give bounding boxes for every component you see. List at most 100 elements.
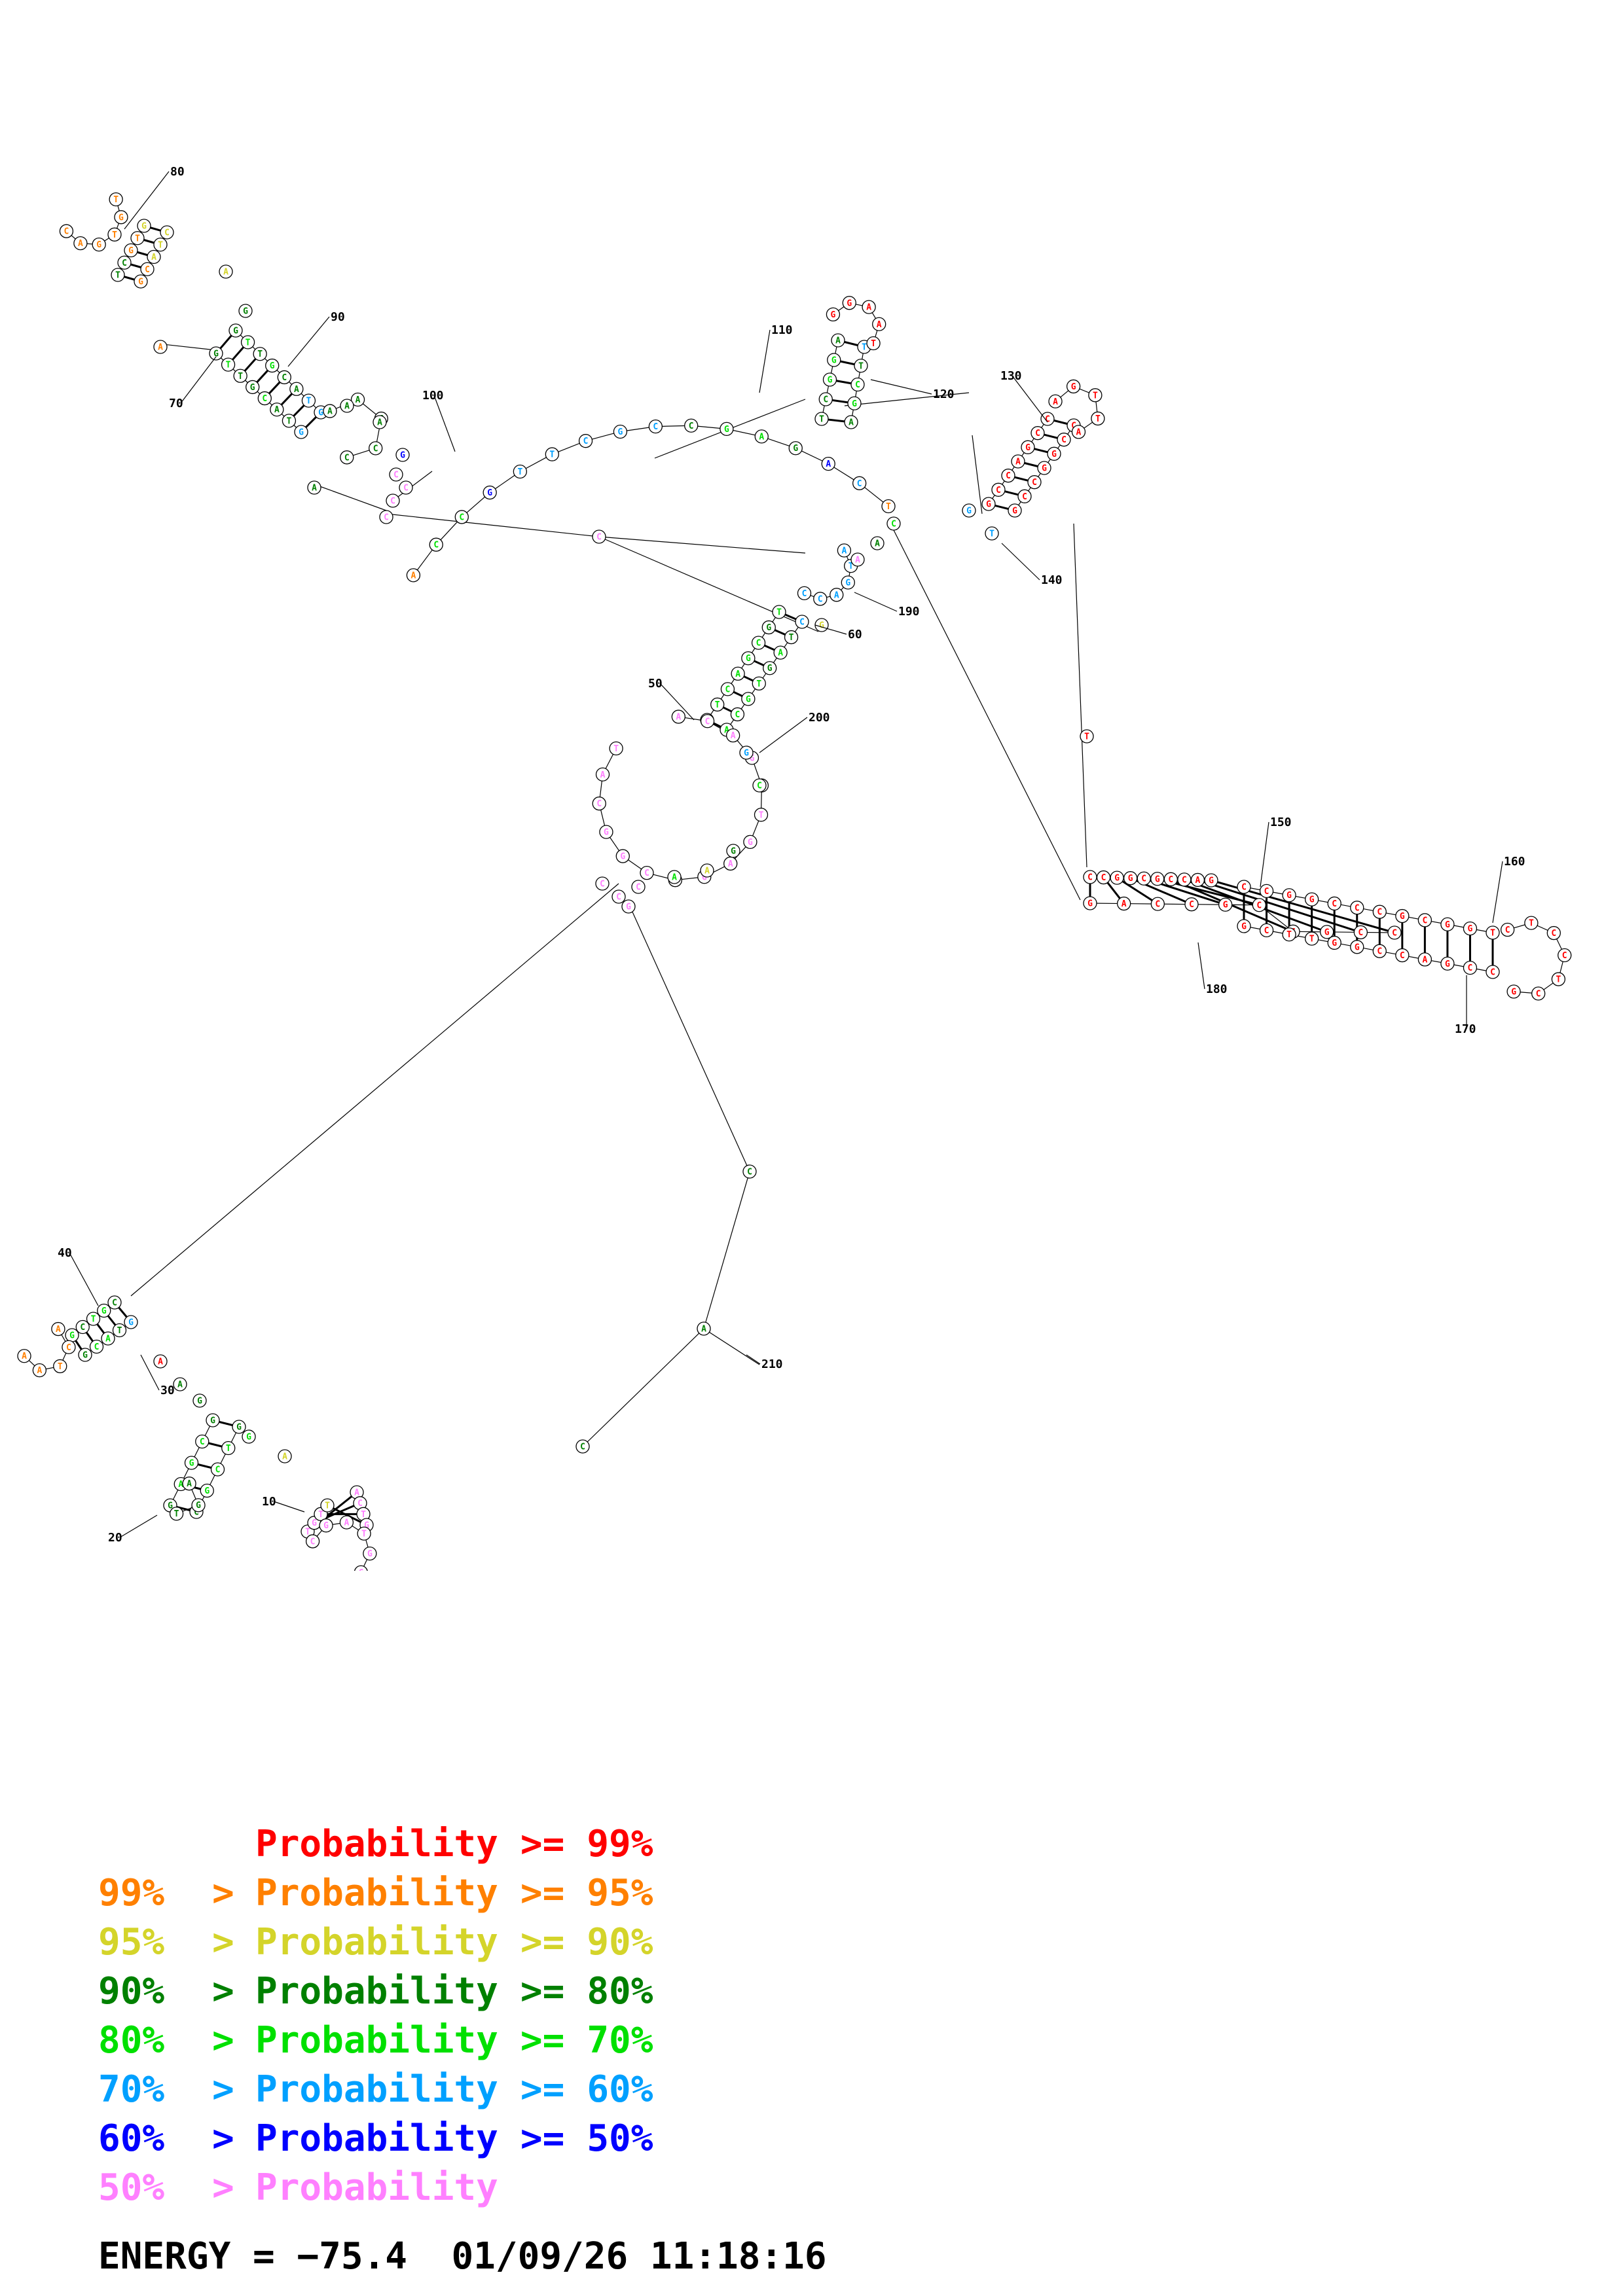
nucleotide-letter: C (282, 373, 287, 383)
legend-label: Probability (255, 2117, 498, 2160)
nucleotide-circle (301, 393, 316, 408)
nucleotide-letter: T (858, 361, 864, 371)
nucleotide: G (200, 1483, 214, 1498)
nucleotide-circle (153, 238, 168, 252)
nucleotide-circle (613, 424, 628, 439)
legend-lower-bound: 50% (98, 2166, 165, 2209)
nucleotide-circle (454, 510, 469, 524)
nucleotide-circle (862, 300, 876, 314)
nucleotide-circle (813, 592, 828, 606)
nucleotide-letter: C (580, 1443, 585, 1452)
nucleotide-letter: G (323, 1521, 329, 1531)
nucleotide: T (1486, 925, 1500, 940)
nucleotide-letter: A (158, 343, 163, 353)
legend-row: 50%>Probability (98, 2163, 653, 2212)
nucleotide: G (97, 1303, 111, 1318)
nucleotide-circle (305, 1534, 320, 1549)
nucleotide-circle (137, 219, 151, 233)
nucleotide: C (1546, 925, 1561, 941)
nucleotide-circle (399, 480, 413, 495)
nucleotide: T (710, 697, 725, 712)
nucleotide: C (648, 419, 663, 434)
nucleotide: A (862, 300, 876, 314)
nucleotide-letter: C (1264, 887, 1269, 897)
nucleotide-letter: A (848, 418, 854, 428)
nucleotide: T (1551, 972, 1566, 986)
nucleotide-letter: T (862, 343, 867, 353)
nucleotide-letter: C (1022, 492, 1027, 502)
legend-separator (212, 1820, 255, 1869)
nucleotide-circle (233, 368, 247, 383)
backbone-link (598, 536, 819, 632)
nucleotide-letter: C (194, 1508, 199, 1518)
nucleotide-circle (1237, 880, 1251, 894)
nucleotide-circle (1327, 896, 1341, 911)
legend-row: 70%>Probability>=60% (98, 2065, 653, 2114)
nucleotide-circle (1506, 984, 1521, 999)
nucleotide-letter: G (1209, 876, 1214, 886)
nucleotide: C (210, 1462, 225, 1477)
nucleotide: A (373, 415, 387, 429)
nucleotide: G (1282, 888, 1296, 903)
nucleotide-circle (339, 1515, 354, 1530)
nucleotide: C (1417, 913, 1432, 927)
nucleotide-circle (192, 1393, 207, 1408)
nucleotide-letter: C (373, 444, 378, 454)
position-label: 80 (170, 165, 185, 179)
nucleotide-letter: G (312, 1518, 317, 1528)
nucleotide: G (246, 380, 260, 395)
nucleotide-letter: C (393, 471, 399, 480)
nucleotide: T (784, 630, 799, 645)
nucleotide: T (169, 1507, 184, 1521)
nucleotide: C (454, 510, 469, 524)
nucleotide-circle (117, 255, 132, 270)
nucleotide-circle (246, 380, 260, 395)
nucleotide: A (153, 1354, 168, 1369)
nucleotide-letter: G (128, 246, 134, 256)
nucleotide-letter: A (78, 239, 83, 249)
backbone-link (890, 523, 1081, 901)
nucleotide-letter: G (138, 278, 143, 287)
nucleotide: T (752, 676, 766, 691)
backbone-link (386, 513, 600, 537)
nucleotide-letter: A (1195, 876, 1201, 886)
nucleotide-circle (852, 476, 867, 490)
nucleotide-letter: G (246, 1433, 251, 1443)
nucleotide-circle (830, 588, 844, 602)
nucleotide-letter: C (344, 453, 350, 463)
nucleotide: C (1395, 948, 1410, 963)
legend-upper-bound: 50% (587, 2117, 653, 2160)
nucleotide-circle (981, 497, 996, 511)
nucleotide-letter: A (701, 1325, 706, 1335)
nucleotide: A (17, 1349, 31, 1363)
nucleotide: T (513, 464, 528, 479)
nucleotide-letter: C (215, 1465, 221, 1475)
nucleotide-letter: T (819, 415, 824, 425)
nucleotide-letter: C (80, 1323, 85, 1333)
nucleotide: G (726, 844, 740, 858)
nucleotide: T (1524, 916, 1539, 930)
nucleotide: G (1440, 956, 1455, 971)
position-leader-line (287, 316, 330, 367)
nucleotide: G (242, 1429, 256, 1444)
nucleotide-letter: G (1332, 939, 1337, 948)
nucleotide-circle (741, 692, 756, 706)
nucleotide: G (1037, 461, 1051, 475)
nucleotide-letter: A (56, 1325, 61, 1335)
nucleotide: G (209, 346, 223, 361)
nucleotide: C (89, 1339, 104, 1354)
nucleotide-letter: G (1468, 924, 1473, 934)
nucleotide-letter: G (767, 664, 773, 673)
nucleotide: G (981, 497, 996, 511)
nucleotide-circle (545, 447, 559, 461)
nucleotide-circle (731, 666, 745, 681)
nucleotide: C (1017, 489, 1032, 503)
legend-separator: > (212, 1921, 234, 1964)
nucleotide-letter: C (596, 799, 602, 809)
nucleotide-letter: C (262, 394, 267, 404)
nucleotide: A (697, 1321, 711, 1336)
nucleotide: C (257, 391, 272, 406)
nucleotide-letter: A (294, 385, 299, 395)
nucleotide: G (232, 1420, 246, 1434)
nucleotide-circle (209, 346, 223, 361)
